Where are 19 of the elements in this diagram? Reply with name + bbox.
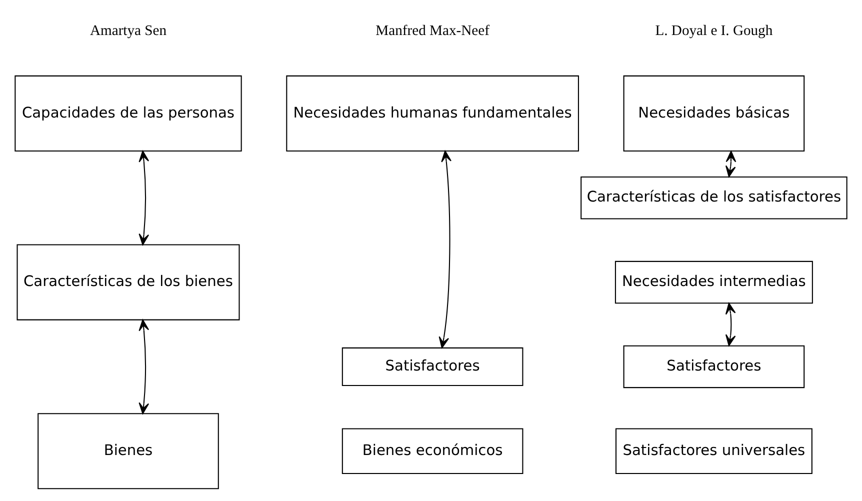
node-box: Necesidades intermedias: [614, 260, 813, 304]
node-box: Satisfactores: [623, 345, 805, 388]
node-box: Características de los bienes: [16, 244, 240, 320]
arrow: [138, 150, 150, 246]
arrow: [725, 302, 736, 346]
node-box: Necesidades humanas fundamentales: [286, 75, 579, 152]
arrow: [725, 150, 736, 178]
node-box: Bienes económicos: [342, 428, 524, 474]
node-box: Necesidades básicas: [623, 75, 805, 152]
node-box: Características de los satisfactores: [580, 176, 848, 220]
label: Manfred Max-Neef: [376, 22, 490, 39]
arrow: [438, 150, 452, 348]
label: Amartya Sen: [90, 22, 167, 39]
node-box: Satisfactores universales: [615, 428, 812, 474]
node-box: Satisfactores: [342, 347, 524, 386]
arrow: [138, 319, 150, 414]
node-box: Bienes: [38, 413, 219, 490]
node-box: Capacidades de las personas: [14, 75, 242, 152]
label: L. Doyal e I. Gough: [655, 22, 773, 39]
